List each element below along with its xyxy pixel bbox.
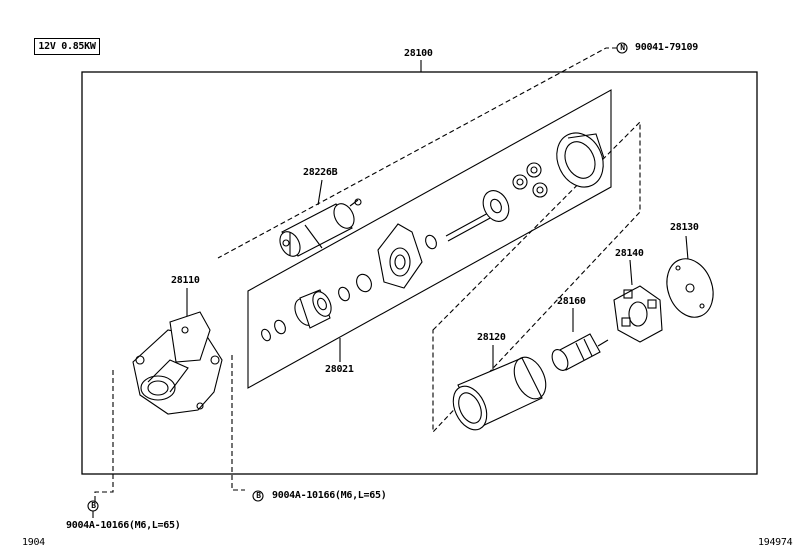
label-28021: 28021 bbox=[325, 364, 354, 375]
label-28110: 28110 bbox=[171, 275, 200, 286]
leader-28130 bbox=[685, 235, 689, 261]
leader-28226b bbox=[317, 179, 323, 206]
label-28140: 28140 bbox=[615, 248, 644, 259]
armature-drawing bbox=[551, 333, 609, 371]
leader-bottom-mid bbox=[231, 355, 245, 491]
marker-b-circle-mid bbox=[252, 490, 264, 502]
label-28130: 28130 bbox=[670, 222, 699, 233]
marker-b-letter-mid: B bbox=[256, 491, 261, 500]
label-28160: 28160 bbox=[557, 296, 586, 307]
leader-bottom-left bbox=[94, 370, 114, 502]
brush-holder-drawing bbox=[613, 285, 663, 343]
subassembly-panel bbox=[247, 89, 612, 389]
label-28120: 28120 bbox=[477, 332, 506, 343]
leader-n-callout bbox=[217, 47, 617, 259]
clutch-drawing bbox=[294, 289, 332, 329]
yoke-drawing bbox=[452, 356, 547, 431]
drive-housing-drawing bbox=[132, 311, 223, 415]
spec-label: 12V 0.85KW bbox=[34, 38, 100, 55]
callout-n-part-number: 90041-79109 bbox=[635, 42, 698, 53]
assembly-frame bbox=[81, 71, 758, 475]
label-28226b: 28226B bbox=[303, 167, 338, 178]
internal-gear-drawing bbox=[556, 132, 605, 188]
footer-left-code: 1904 bbox=[22, 537, 45, 548]
label-28100: 28100 bbox=[404, 48, 433, 59]
footer-right-code: 194974 bbox=[758, 537, 793, 548]
marker-b-letter-left: B bbox=[91, 501, 96, 510]
armature-group-outline bbox=[432, 120, 641, 434]
lever-bracket-drawing bbox=[377, 223, 423, 289]
marker-n-circle bbox=[616, 42, 628, 54]
callout-b-left-part-number: 9004A-10166(M6,L=65) bbox=[66, 520, 181, 531]
leader-28140 bbox=[629, 259, 633, 286]
callout-b-mid-part-number: 9004A-10166(M6,L=65) bbox=[272, 490, 387, 501]
end-plate-drawing bbox=[666, 258, 714, 318]
solenoid-switch-drawing bbox=[279, 198, 362, 257]
marker-n-letter: N bbox=[620, 43, 625, 52]
small-rings-drawing bbox=[261, 234, 437, 342]
shaft-gears-drawing bbox=[445, 162, 548, 242]
